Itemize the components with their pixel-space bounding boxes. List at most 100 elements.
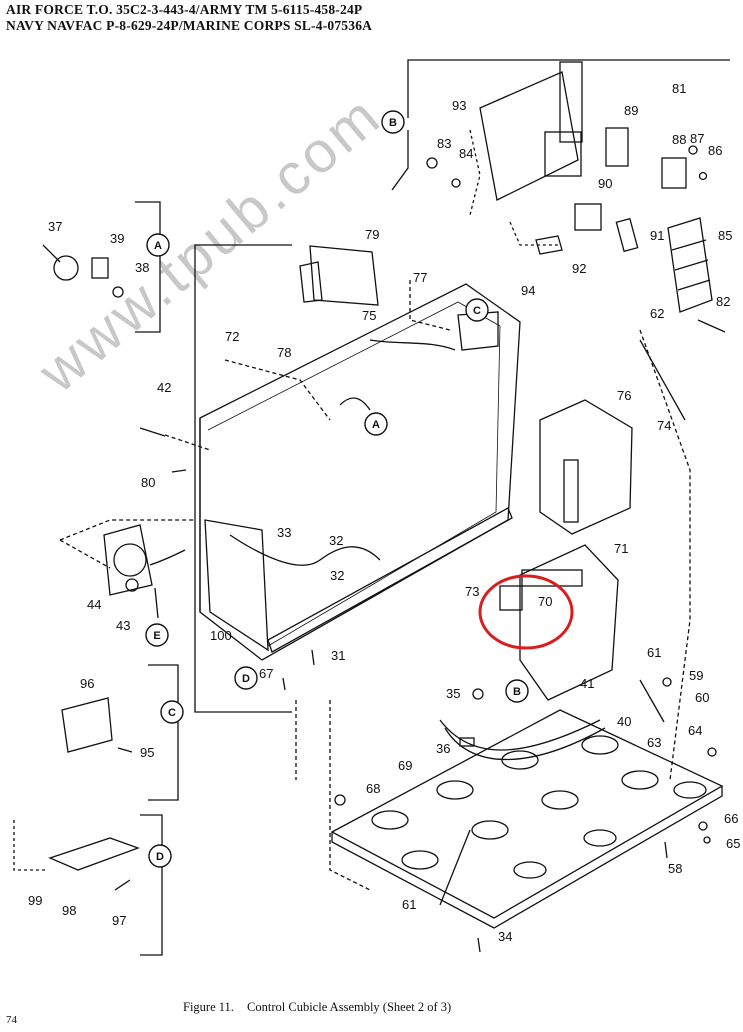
callout-c84: 84: [459, 146, 473, 161]
part-82-screw: [697, 319, 726, 333]
callout-c95: 95: [140, 745, 154, 760]
callout-c89: 89: [624, 103, 638, 118]
part-44-connector: [103, 524, 153, 596]
watermark: www.tpub.com: [26, 82, 394, 406]
callout-c90: 90: [598, 176, 612, 191]
part-79-transformer: [309, 245, 379, 306]
callout-c71: 71: [614, 541, 628, 556]
callout-c32b: 32: [330, 568, 344, 583]
part-91-resistor: [615, 217, 639, 253]
callout-c88: 88: [672, 132, 686, 147]
svg-text:B: B: [513, 686, 521, 698]
cubicle-frame-bracket: [194, 244, 292, 713]
part-90-relay: [574, 203, 602, 231]
part-31-screw: [311, 649, 315, 666]
callout-c99: 99: [28, 893, 42, 908]
callout-c35: 35: [446, 686, 460, 701]
callout-c74: 74: [657, 418, 671, 433]
part-83-nut: [426, 157, 438, 169]
part-87-nut: [688, 145, 698, 155]
part-97-pin: [114, 879, 131, 891]
callout-c33: 33: [277, 525, 291, 540]
part-61-ground-strap-lower: [439, 829, 471, 906]
svg-text:A: A: [154, 240, 162, 252]
callout-c78: 78: [277, 345, 291, 360]
detail-bracket-b-side: [391, 130, 409, 191]
callout-c39: 39: [110, 231, 124, 246]
svg-text:D: D: [242, 673, 250, 685]
callout-c68: 68: [366, 781, 380, 796]
part-73-relay: [499, 585, 523, 611]
callout-c77: 77: [413, 270, 427, 285]
reference-bubble-bE: E: [145, 623, 169, 647]
figure-caption: Figure 11. Control Cubicle Assembly (She…: [183, 1000, 461, 1015]
callout-c44: 44: [87, 597, 101, 612]
callout-c31: 31: [331, 648, 345, 663]
part-61-ground-strap-upper: [639, 679, 665, 723]
highlight-circle: [478, 574, 574, 650]
part-76-relay-board: [539, 399, 633, 535]
part-35-nut: [472, 688, 484, 700]
part-36-connector: [459, 737, 475, 747]
wiring-harness-33: [229, 534, 381, 566]
callout-c43: 43: [116, 618, 130, 633]
figure-number: Figure 11.: [183, 1000, 234, 1014]
callout-c34: 34: [498, 929, 512, 944]
detail-bracket-c: [148, 664, 179, 801]
callout-c40: 40: [617, 714, 631, 729]
callout-c42: 42: [157, 380, 171, 395]
part-88-socket: [661, 157, 687, 189]
part-92-bracket: [535, 235, 563, 255]
part-62-ground-strap: [639, 339, 686, 421]
callout-c85: 85: [718, 228, 732, 243]
terminal-strip-top: [559, 61, 583, 143]
part-84-washer: [451, 178, 461, 188]
callout-c62: 62: [650, 306, 664, 321]
reference-bubble-bB1: B: [381, 110, 405, 134]
callout-c92: 92: [572, 261, 586, 276]
callout-c87: 87: [690, 131, 704, 146]
part-85-terminal-board: [667, 217, 713, 313]
callout-c64: 64: [688, 723, 702, 738]
callout-c72: 72: [225, 329, 239, 344]
panel-bracket-dashes: [469, 129, 481, 216]
callout-c65: 65: [726, 836, 740, 851]
callout-c61a: 61: [647, 645, 661, 660]
part-a-washer-plate: [53, 255, 79, 281]
callout-c81: 81: [672, 81, 686, 96]
callout-c76: 76: [617, 388, 631, 403]
reference-bubble-bC2: C: [160, 700, 184, 724]
callout-c86: 86: [708, 143, 722, 158]
detail-bracket-d: [140, 814, 163, 956]
callout-c93: 93: [452, 98, 466, 113]
reference-bubble-bD1: D: [234, 666, 258, 690]
part-69-base-plate: [330, 709, 724, 919]
svg-text:E: E: [153, 630, 160, 642]
reference-bubble-bB2: B: [505, 679, 529, 703]
part-86-screw: [698, 171, 708, 181]
part-59-nut: [662, 677, 672, 687]
mounting-rail: [267, 507, 513, 653]
svg-text:B: B: [389, 117, 397, 129]
part-68-nut: [334, 794, 346, 806]
callout-c61b: 61: [402, 897, 416, 912]
figure-title: Control Cubicle Assembly (Sheet 2 of 3): [247, 1000, 452, 1014]
callout-c38: 38: [135, 260, 149, 275]
part-58-screw: [664, 841, 668, 859]
cable-40: [439, 719, 601, 751]
callout-c58: 58: [668, 861, 682, 876]
detail-bracket-a: [135, 201, 161, 333]
relay-block-top: [544, 131, 582, 177]
part-65-screw: [703, 836, 711, 844]
detail-c-bracket: [61, 697, 113, 753]
part-43-nut: [125, 578, 139, 592]
callout-c32a: 32: [329, 533, 343, 548]
callout-c96: 96: [80, 676, 94, 691]
svg-text:C: C: [473, 305, 481, 317]
relay-panel-93: [479, 71, 579, 201]
callout-c75: 75: [362, 308, 376, 323]
callout-c36: 36: [436, 741, 450, 756]
cable-44: [149, 549, 186, 566]
